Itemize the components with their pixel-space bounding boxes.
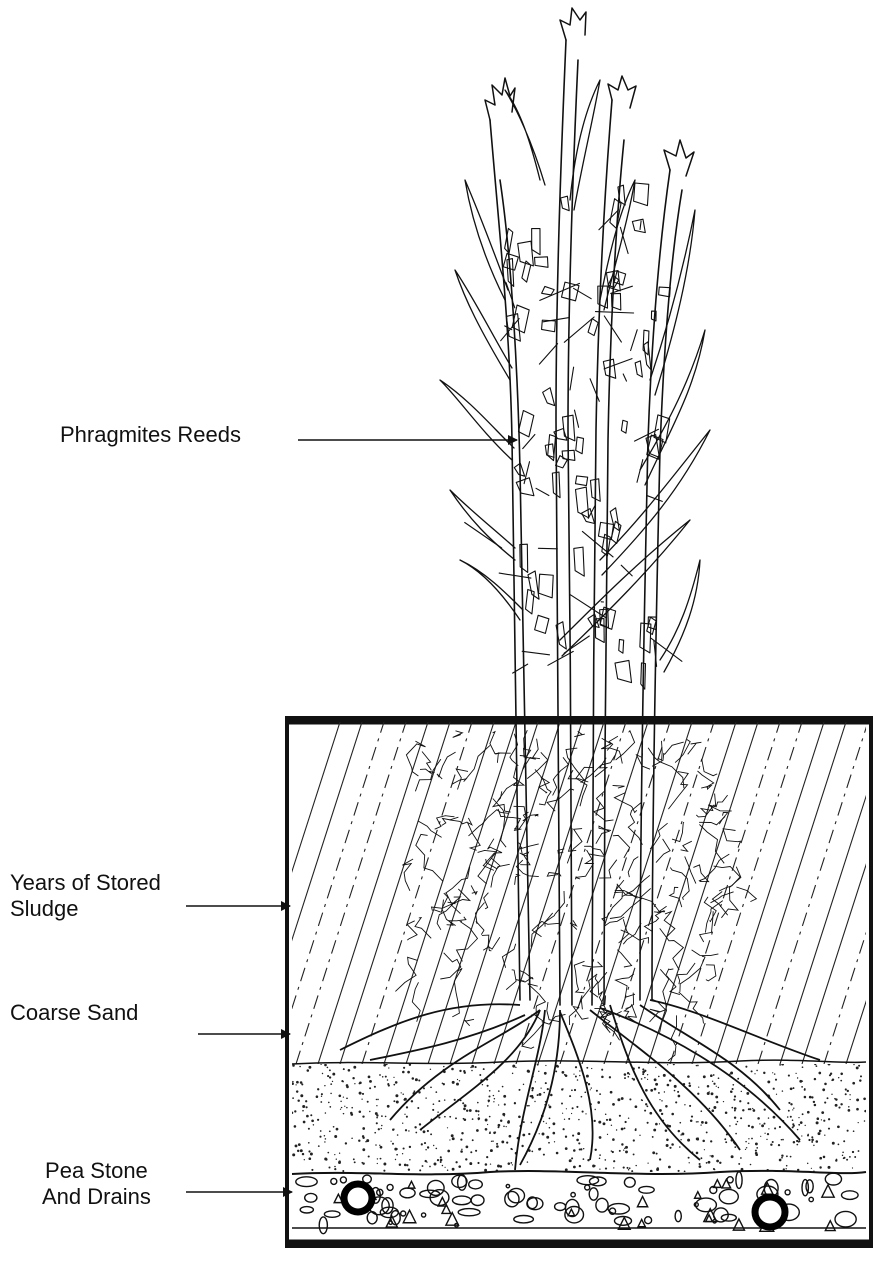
label-stored-sludge: Years of Stored Sludge	[10, 870, 161, 922]
drain-pipe-icon	[344, 1184, 372, 1212]
label-pea-stone-line1: Pea Stone	[42, 1158, 151, 1184]
label-pea-stone-drains: Pea Stone And Drains	[42, 1158, 151, 1210]
label-coarse-sand: Coarse Sand	[10, 1000, 138, 1026]
label-pea-stone-line2: And Drains	[42, 1184, 151, 1210]
pea-stone-top-boundary	[292, 1171, 866, 1174]
label-stored-sludge-line2: Sludge	[10, 896, 161, 922]
drain-pipe-icon	[755, 1197, 785, 1227]
label-stored-sludge-line1: Years of Stored	[10, 870, 161, 896]
sludge-layer	[230, 722, 874, 1064]
label-phragmites-reeds: Phragmites Reeds	[60, 422, 241, 448]
reed-plant-icon	[440, 8, 710, 1005]
